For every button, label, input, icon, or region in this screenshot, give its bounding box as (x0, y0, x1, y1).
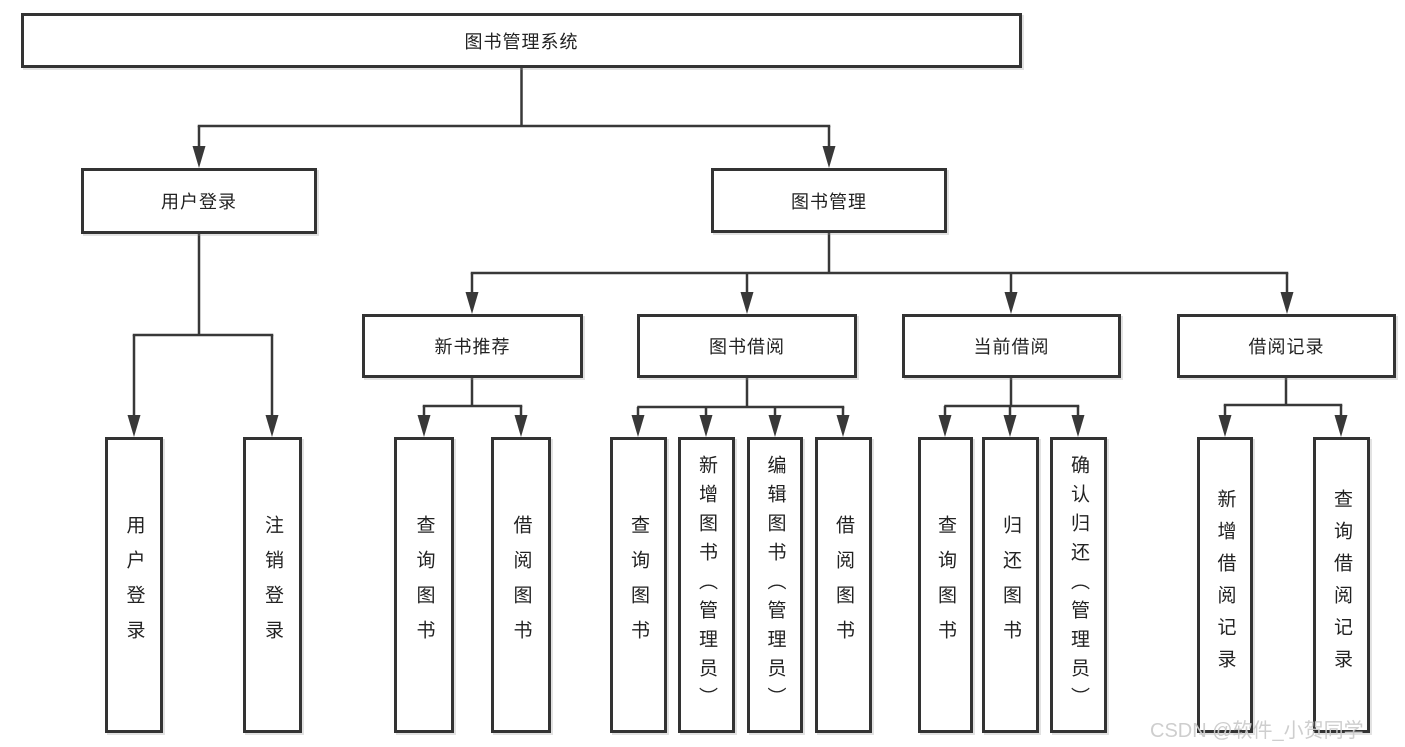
leaf-user-login: 用户登录 (105, 437, 163, 733)
leaf-add-borrow-record: 新增借阅记录 (1197, 437, 1253, 733)
node-borrow-record: 借阅记录 (1177, 314, 1396, 378)
leaf-label: 借阅图书 (833, 515, 854, 655)
node-current-borrow: 当前借阅 (902, 314, 1121, 378)
leaf-label: 确认归还（管理员） (1068, 454, 1089, 716)
leaf-label: 用户登录 (123, 515, 145, 655)
node-label: 借阅记录 (1248, 337, 1325, 357)
leaf-label: 编辑图书（管理员） (764, 454, 786, 716)
leaf-query-borrow-record: 查询借阅记录 (1313, 437, 1370, 733)
leaf-query-books-borrow: 查询图书 (610, 437, 667, 733)
node-label: 用户登录 (161, 192, 237, 212)
leaf-borrow-books: 借阅图书 (815, 437, 872, 733)
node-root-library-management-system: 图书管理系统 (21, 13, 1022, 68)
node-label: 当前借阅 (973, 337, 1050, 357)
leaf-label: 注销登录 (262, 515, 283, 655)
leaf-logout: 注销登录 (243, 437, 302, 733)
leaf-label: 查询图书 (628, 515, 649, 655)
node-book-borrow: 图书借阅 (637, 314, 857, 378)
leaf-confirm-return-admin: 确认归还（管理员） (1050, 437, 1107, 733)
node-new-book-recommend: 新书推荐 (362, 314, 583, 378)
csdn-watermark: CSDN @软件_小贺同学 (1150, 720, 1364, 742)
leaf-edit-books-admin: 编辑图书（管理员） (747, 437, 803, 733)
leaf-label: 新增借阅记录 (1214, 489, 1236, 681)
node-book-management: 图书管理 (711, 168, 947, 233)
leaf-label: 查询借阅记录 (1331, 489, 1352, 681)
leaf-query-books-recommend: 查询图书 (394, 437, 454, 733)
node-label: 新书推荐 (434, 337, 511, 357)
node-user-login: 用户登录 (81, 168, 317, 234)
node-label: 图书管理系统 (464, 31, 579, 52)
leaf-label: 查询图书 (935, 515, 956, 655)
leaf-label: 查询图书 (413, 515, 435, 655)
leaf-borrow-books-recommend: 借阅图书 (491, 437, 551, 733)
leaf-label: 归还图书 (1000, 515, 1021, 655)
leaf-label: 新增图书（管理员） (696, 454, 717, 716)
node-label: 图书借阅 (709, 337, 785, 357)
leaf-label: 借阅图书 (510, 515, 532, 655)
leaf-return-books: 归还图书 (982, 437, 1039, 733)
leaf-add-books-admin: 新增图书（管理员） (678, 437, 735, 733)
leaf-query-books-current: 查询图书 (918, 437, 973, 733)
node-label: 图书管理 (791, 191, 867, 212)
